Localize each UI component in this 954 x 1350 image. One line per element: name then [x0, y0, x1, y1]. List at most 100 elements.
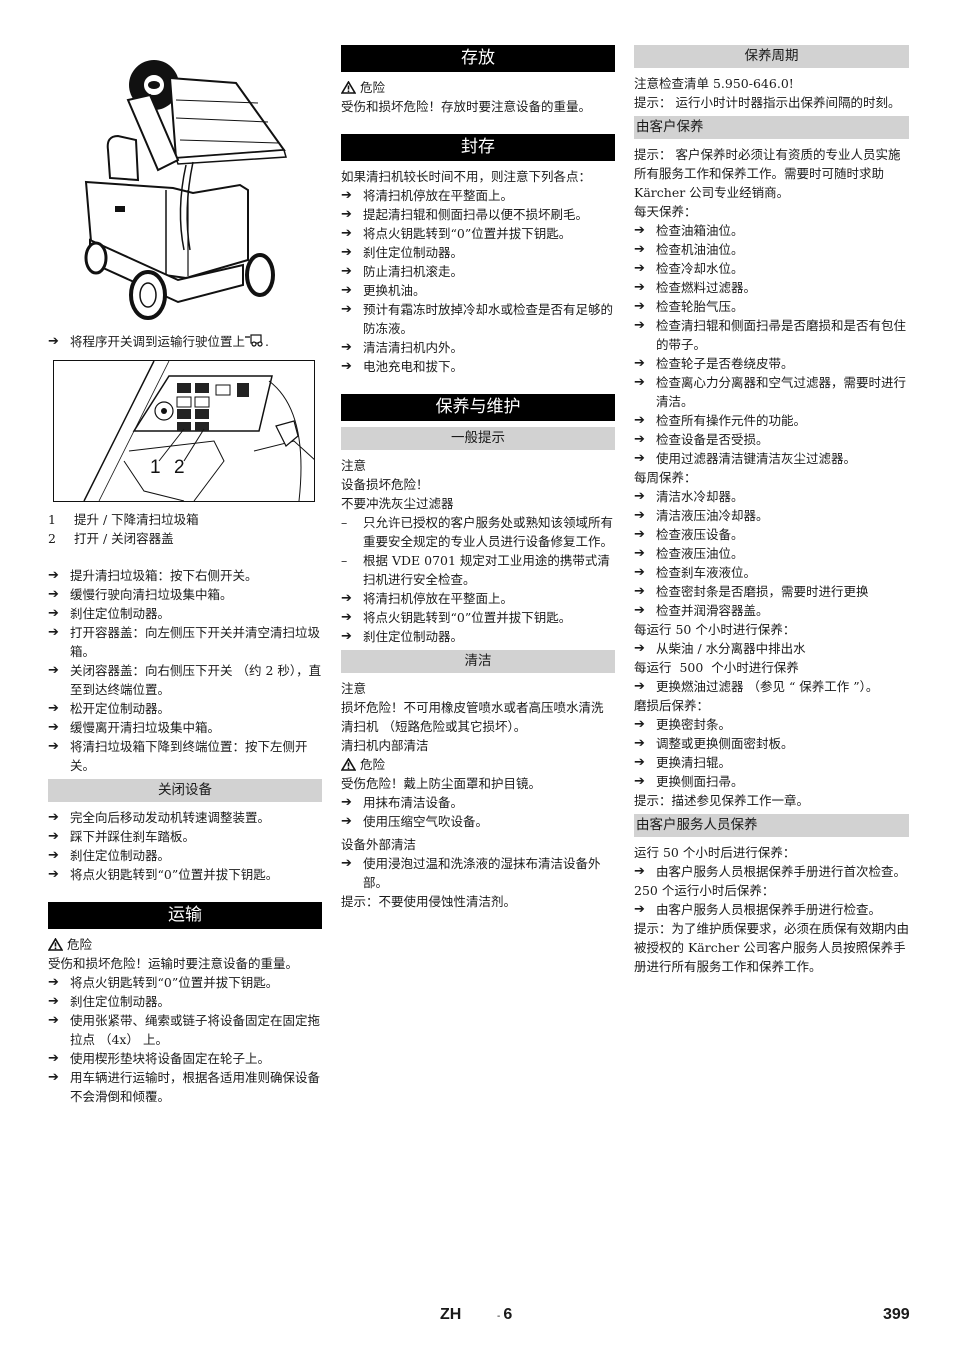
list-item: ➔提升清扫垃圾箱：按下右侧开关。: [48, 568, 258, 583]
danger-warning: 危险: [341, 78, 615, 97]
general-dash-list: –只允许已授权的客户服务处或熟知该领域所有重要安全规定的专业人员进行设备修复工作…: [341, 513, 615, 589]
h500-label: 每运行 500 个小时进行保养: [634, 660, 799, 675]
list-item: ➔用抹布清洁设备。: [341, 795, 464, 810]
list-item: ➔检查离心力分离器和空气过滤器，需要时进行清洁。: [634, 375, 907, 409]
weekly-steps: ➔清洁水冷却器。 ➔清洁液压油冷却器。 ➔检查液压设备。 ➔检查液压油位。 ➔检…: [634, 487, 909, 620]
arrow-icon: ➔: [634, 508, 645, 523]
list-item: ➔刹住定位制动器。: [48, 606, 171, 621]
list-item: ➔用车辆进行运输时，根据各适用准则确保设备不会滑倒和倾覆。: [48, 1070, 321, 1104]
figure-legend: 1 提升 / 下降清扫垃圾箱 2 打开 / 关闭容器盖: [48, 510, 322, 548]
section-heading-by-service: 由客户服务人员保养: [634, 814, 909, 837]
arrow-icon: ➔: [341, 856, 352, 871]
list-item: ➔刹住定位制动器。: [48, 994, 171, 1009]
arrow-icon: ➔: [341, 188, 352, 203]
subheading-outside-cleaning: 设备外部清洁: [341, 837, 417, 852]
arrow-icon: ➔: [634, 451, 645, 466]
arrow-icon: ➔: [48, 720, 59, 735]
list-item: ➔将清扫垃圾箱下降到终端位置：按下左侧开关。: [48, 739, 308, 773]
arrow-icon: ➔: [341, 591, 352, 606]
service-h50-steps: ➔由客户服务人员根据保养手册进行首次检查。: [634, 862, 909, 881]
shutdown-steps: ➔完全向后移动发动机转速调整装置。 ➔踩下并踩住刹车踏板。 ➔刹住定位制动器。 …: [48, 808, 322, 884]
arrow-icon: ➔: [634, 902, 645, 917]
service-h250-steps: ➔由客户服务人员根据保养手册进行检查。: [634, 900, 909, 919]
arrow-icon: ➔: [634, 864, 645, 879]
list-item: ➔刹住定位制动器。: [341, 629, 464, 644]
warning-text: 受伤和损坏危险！存放时要注意设备的重量。: [341, 99, 592, 114]
arrow-icon: ➔: [634, 584, 645, 599]
dash-icon: –: [341, 515, 348, 530]
section-heading-shutdown: 关闭设备: [48, 779, 322, 802]
arrow-icon: ➔: [341, 302, 352, 317]
list-item: ➔检查液压油位。: [634, 546, 744, 561]
list-item: ➔更换密封条。: [634, 717, 732, 732]
outside-cleaning-steps: ➔使用浸泡过温和洗涤液的湿抹布清洁设备外部。: [341, 854, 615, 892]
list-item: ➔踩下并踩住刹车踏板。: [48, 829, 196, 844]
sweeper-illustration: [58, 40, 298, 330]
list-item: ➔将清扫机停放在平整面上。: [341, 591, 514, 606]
sweeper-hopper-raised-icon: [84, 60, 287, 320]
arrow-icon: ➔: [48, 848, 59, 863]
left-column: ➔ 将程序开关调到运输行驶位置上. 1 2: [48, 40, 322, 1106]
list-item: ➔清洁清扫机内外。: [341, 340, 464, 355]
list-item: ➔检查清扫辊和侧面扫帚是否磨损和是否有包住的带子。: [634, 318, 907, 352]
hint-text: 提示： 运行小时计时器指示出保养间隔的时刻。: [634, 95, 901, 110]
list-item: ➔提起清扫辊和侧面扫帚以便不损坏刷毛。: [341, 207, 589, 222]
hint-text: 提示：不要使用侵蚀性清洁剂。: [341, 894, 517, 909]
arrow-icon: ➔: [634, 280, 645, 295]
wear-label: 磨损后保养：: [634, 698, 710, 713]
chapter-heading-transport: 运输: [48, 902, 322, 929]
list-item: ➔刹住定位制动器。: [48, 848, 171, 863]
arrow-icon: ➔: [48, 663, 59, 678]
list-item: ➔防止清扫机滚走。: [341, 264, 464, 279]
note-line: 设备损坏危险！: [341, 477, 429, 492]
right-column: 保养周期 注意检查清单 5.950-646.0! 提示： 运行小时计时器指示出保…: [634, 45, 909, 976]
hint-text: 提示： 客户保养时必须让有资质的专业人员实施所有服务工作和保养工作。需要时可随时…: [634, 147, 901, 200]
h50-steps: ➔从柴油 / 水分离器中排出水: [634, 639, 909, 658]
arrow-icon: ➔: [341, 359, 352, 374]
list-item: ➔预计有霜冻时放掉冷却水或检查是否有足够的防冻液。: [341, 302, 614, 336]
arrow-icon: ➔: [634, 527, 645, 542]
arrow-icon: ➔: [48, 606, 59, 621]
arrow-icon: ➔: [634, 375, 645, 390]
list-item: ➔完全向后移动发动机转速调整装置。: [48, 810, 271, 825]
arrow-icon: ➔: [634, 223, 645, 238]
list-item: ➔使用张紧带、绳索或链子将设备固定在固定拖拉点 （4x） 上。: [48, 1013, 321, 1047]
list-item: ➔将点火钥匙转到“0”位置并拔下钥匙。: [48, 975, 279, 990]
arrow-icon: ➔: [48, 867, 59, 882]
list-item: ➔使用过滤器清洁键清洁灰尘过滤器。: [634, 451, 857, 466]
list-item: ➔更换侧面扫帚。: [634, 774, 744, 789]
list-item: ➔刹住定位制动器。: [341, 245, 464, 260]
list-item: ➔检查冷却水位。: [634, 261, 744, 276]
arrow-icon: ➔: [48, 810, 59, 825]
general-steps: ➔将清扫机停放在平整面上。 ➔将点火钥匙转到“0”位置并拔下钥匙。 ➔刹住定位制…: [341, 589, 615, 646]
list-item: ➔检查所有操作元件的功能。: [634, 413, 807, 428]
arrow-icon: ➔: [634, 489, 645, 504]
list-item: ➔检查轮子是否卷绕皮带。: [634, 356, 794, 371]
arrow-icon: ➔: [341, 245, 352, 260]
list-item: ➔使用压缩空气吹设备。: [341, 814, 489, 829]
section-heading-general: 一般提示: [341, 427, 615, 450]
arrow-icon: ➔: [634, 774, 645, 789]
list-item: ➔将点火钥匙转到“0”位置并拔下钥匙。: [48, 867, 279, 882]
list-item: ➔将清扫机停放在平整面上。: [341, 188, 514, 203]
h50-label: 运行 50 个小时后进行保养：: [634, 845, 796, 860]
transport-steps: ➔将点火钥匙转到“0”位置并拔下钥匙。 ➔刹住定位制动器。 ➔使用张紧带、绳索或…: [48, 973, 322, 1106]
transport-mode-icon: [245, 333, 265, 352]
section-heading-intervals: 保养周期: [634, 45, 909, 68]
middle-column: 存放 危险 受伤和损坏危险！存放时要注意设备的重量。 封存 如果清扫机较长时间不…: [341, 45, 615, 911]
list-item: ➔从柴油 / 水分离器中排出水: [634, 641, 806, 656]
arrow-icon: ➔: [48, 994, 59, 1009]
warning-triangle-icon: [341, 758, 356, 771]
arrow-icon: ➔: [48, 829, 59, 844]
section-heading-by-customer: 由客户保养: [634, 116, 909, 139]
language-code: ZH: [440, 1306, 462, 1323]
h50-label: 每运行 50 个小时进行保养：: [634, 622, 796, 637]
list-item: ➔缓慢行驶向清扫垃圾集中箱。: [48, 587, 233, 602]
list-item: ➔检查轮胎气压。: [634, 299, 744, 314]
warning-text: 受伤和损坏危险！运输时要注意设备的重量。: [48, 956, 299, 971]
chapter-heading-shutdown-long: 封存: [341, 134, 615, 161]
arrow-icon: ➔: [634, 679, 645, 694]
wear-steps: ➔更换密封条。 ➔调整或更换侧面密封板。 ➔更换清扫辊。 ➔更换侧面扫帚。: [634, 715, 909, 791]
list-item: ➔松开定位制动器。: [48, 701, 171, 716]
note-text: 损坏危险！不可用橡皮管喷水或者高压喷水清洗清扫机 （短路危险或其它损坏）。: [341, 700, 604, 734]
